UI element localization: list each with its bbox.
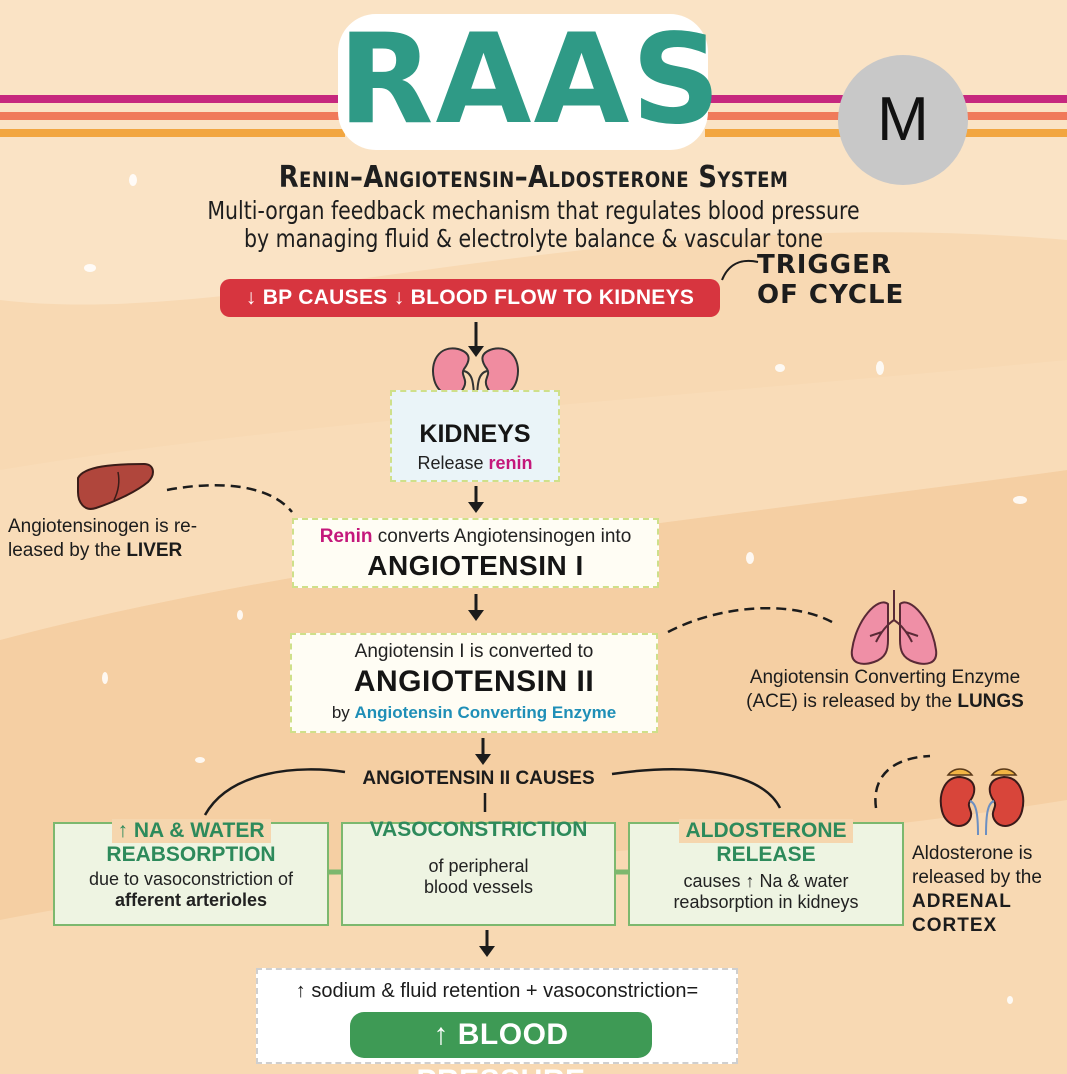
angiotensin-1-desc: converts Angiotensinogen into	[372, 526, 632, 547]
flow-arrows	[468, 322, 495, 957]
renin-label: Renin	[319, 526, 373, 547]
lungs-note-text: (ACE) is released by the	[746, 691, 958, 712]
result-line: ↑ sodium & fluid retention + vasoconstri…	[295, 980, 699, 1002]
effect-1-title-line-2: REABSORPTION	[106, 843, 276, 866]
title-plate	[338, 14, 708, 150]
trigger-label-line-1: TRIGGER	[757, 250, 892, 280]
kidneys-text-plain: Release	[417, 453, 489, 473]
liver-note-line-2: leased by the LIVER	[8, 539, 197, 563]
cortex-label: CORTEX	[912, 915, 998, 936]
angiotensin-2-box: Angiotensin I is converted to ANGIOTENSI…	[290, 633, 658, 733]
description-line-2: by managing fluid & electrolyte balance …	[243, 224, 824, 253]
blood-pressure-pill: ↑ BLOOD PRESSURE	[350, 1012, 652, 1074]
angiotensin-2-line-1: Angiotensin I is converted to	[354, 641, 594, 662]
effect-3-title-line-1: ALDOSTERONE	[679, 819, 853, 843]
angiotensin-2-line-3: by Angiotensin Converting Enzyme	[292, 703, 656, 723]
trigger-banner: ↓ BP CAUSES ↓ BLOOD FLOW TO KIDNEYS	[220, 279, 720, 317]
kidneys-title: KIDNEYS	[419, 420, 531, 448]
effect-2-title: VASOCONSTRICTION	[369, 818, 588, 841]
adrenal-note-line-1: Aldosterone is	[912, 843, 1033, 864]
lungs-note: Angiotensin Converting Enzyme (ACE) is r…	[740, 666, 1030, 714]
effect-1-line-2: afferent arterioles	[114, 890, 268, 910]
effect-3-title-line-2: RELEASE	[716, 843, 816, 866]
liver-note-text: leased by the	[8, 540, 127, 561]
effect-1-line-1: due to vasoconstriction of	[88, 869, 294, 889]
angiotensin-1-box: Renin converts Angiotensinogen into ANGI…	[292, 518, 659, 588]
ace-highlight: Angiotensin Converting Enzyme	[354, 703, 617, 722]
effect-2-line-1: of peripheral	[428, 856, 529, 876]
renin-highlight: renin	[488, 453, 533, 473]
causes-label: ANGIOTENSIN II CAUSES	[362, 768, 595, 789]
lungs-icon	[850, 590, 938, 665]
lungs-label: LUNGS	[957, 691, 1024, 712]
subtitle: Renin–Angiotensin–Aldosterone System	[278, 160, 789, 195]
angiotensin-1-text: Renin converts Angiotensinogen into	[294, 526, 657, 548]
adrenal-note: Aldosterone is released by the ADRENAL C…	[912, 842, 1042, 938]
liver-icon	[77, 462, 154, 510]
kidneys-icon	[432, 347, 519, 403]
effect-box-aldosterone: ALDOSTERONE RELEASE causes ↑ Na & water …	[628, 819, 904, 926]
effect-2-line-2: blood vessels	[423, 877, 534, 897]
page-title: RAAS	[338, 8, 723, 152]
liver-label: LIVER	[126, 540, 183, 561]
angiotensin-1-title: ANGIOTENSIN I	[367, 550, 584, 581]
description-line-1: Multi-organ feedback mechanism that regu…	[207, 196, 860, 225]
effect-3-line-2: reabsorption in kidneys	[673, 892, 859, 912]
effect-3-line-1: causes ↑ Na & water	[683, 871, 849, 891]
trigger-label-line-2: OF CYCLE	[757, 280, 905, 310]
effect-box-reabsorption: ↑ NA & WATER REABSORPTION due to vasocon…	[53, 819, 329, 926]
effect-1-title-line-1: ↑ NA & WATER	[111, 819, 271, 843]
lungs-note-line-1: Angiotensin Converting Enzyme	[749, 667, 1021, 688]
liver-note-line-1: Angiotensinogen is re-	[8, 516, 198, 537]
adrenal-kidney-icon	[939, 768, 1025, 835]
liver-note: Angiotensinogen is re- leased by the LIV…	[8, 515, 197, 563]
effect-box-vasoconstriction: VASOCONSTRICTION of peripheral blood ves…	[341, 818, 616, 926]
badge-m: M	[838, 55, 968, 185]
angiotensin-2-title: ANGIOTENSIN II	[353, 665, 595, 698]
adrenal-label: ADRENAL	[912, 891, 1012, 912]
lungs-note-line-2: (ACE) is released by the LUNGS	[740, 690, 1030, 714]
angiotensin-2-by: by	[331, 703, 355, 722]
trigger-label: TRIGGER OF CYCLE	[757, 250, 904, 310]
adrenal-note-line-2: released by the	[912, 867, 1042, 888]
kidneys-box: KIDNEYS Release renin	[390, 390, 560, 482]
kidneys-text: Release renin	[392, 453, 558, 474]
